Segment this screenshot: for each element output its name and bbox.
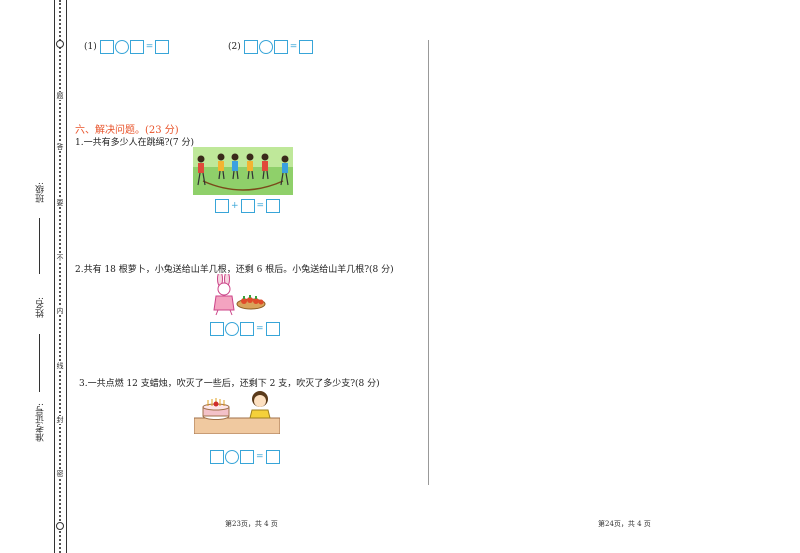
name-underline	[39, 334, 40, 392]
seal-char: 不	[56, 254, 64, 262]
answer-box[interactable]	[273, 40, 288, 54]
jump-rope-illustration	[193, 147, 293, 195]
answer-box[interactable]	[129, 40, 144, 54]
problem-1-text: 1.一共有多少人在跳绳?(7 分)	[75, 138, 195, 148]
strip-line-left	[54, 0, 55, 553]
seal-char: 线	[56, 362, 64, 370]
answer-box[interactable]	[215, 199, 229, 213]
problem-3-equation: =	[210, 450, 280, 464]
answer-box[interactable]	[299, 40, 314, 54]
seal-char: 内	[56, 307, 64, 315]
answer-box[interactable]	[243, 40, 258, 54]
answer-box[interactable]	[266, 199, 281, 213]
strip-hole-bottom	[56, 522, 64, 530]
strip-hole-top	[56, 40, 64, 48]
seal-char: 密	[56, 470, 64, 478]
name-label: 姓名:	[36, 297, 46, 319]
answer-box[interactable]	[240, 199, 255, 213]
equation-1: (1) =	[84, 40, 170, 54]
answer-box[interactable]	[99, 40, 114, 54]
answer-box[interactable]	[210, 450, 224, 464]
operator-circle[interactable]	[258, 40, 273, 54]
answer-box[interactable]	[210, 322, 224, 336]
operator-circle[interactable]	[225, 322, 239, 336]
page-divider	[428, 40, 429, 485]
exam-no-label: 准考证号:	[36, 403, 46, 443]
problem-2-equation: =	[210, 322, 280, 336]
equals-sign: =	[145, 42, 154, 52]
operator-circle[interactable]	[114, 40, 129, 54]
answer-box[interactable]	[265, 450, 280, 464]
seal-char: 封	[56, 416, 64, 424]
equals-sign: =	[256, 452, 264, 462]
strip-line-right	[66, 0, 67, 553]
class-underline	[39, 218, 40, 274]
equation-2: (2) =	[228, 40, 314, 54]
seal-char: 题	[56, 92, 64, 100]
page-footer-left: 第23页，共 4 页	[225, 520, 278, 528]
equals-sign: =	[256, 201, 265, 211]
equation-2-label: (2)	[228, 42, 241, 52]
answer-box[interactable]	[155, 40, 170, 54]
cake-girl-illustration	[194, 391, 280, 434]
operator-circle[interactable]	[225, 450, 239, 464]
class-label: 班级:	[36, 182, 46, 204]
section-score: (23 分)	[145, 125, 179, 136]
seal-char: 要	[56, 199, 64, 207]
problem-1-equation: + =	[215, 199, 281, 213]
equals-sign: =	[289, 42, 298, 52]
section-heading: 六、解决问题。(23 分)	[75, 121, 179, 136]
equals-sign: =	[256, 324, 264, 334]
plus-sign: +	[231, 201, 239, 211]
rabbit-carrots-illustration	[213, 274, 266, 316]
strip-dotted-line	[59, 0, 61, 553]
problem-2-text: 2.共有 18 根萝卜，小兔送给山羊几根，还剩 6 根后。小兔送给山羊几根?(8…	[75, 265, 394, 275]
page-footer-right: 第24页，共 4 页	[598, 520, 651, 528]
section-title: 六、解决问题。	[75, 125, 145, 136]
seal-char: 答	[56, 143, 64, 151]
problem-3-text: 3.一共点燃 12 支蜡烛，吹灭了一些后，还剩下 2 支，吹灭了多少支?(8 分…	[79, 379, 380, 389]
equation-1-label: (1)	[84, 42, 97, 52]
answer-box[interactable]	[265, 322, 280, 336]
answer-box[interactable]	[240, 322, 254, 336]
answer-box[interactable]	[240, 450, 254, 464]
